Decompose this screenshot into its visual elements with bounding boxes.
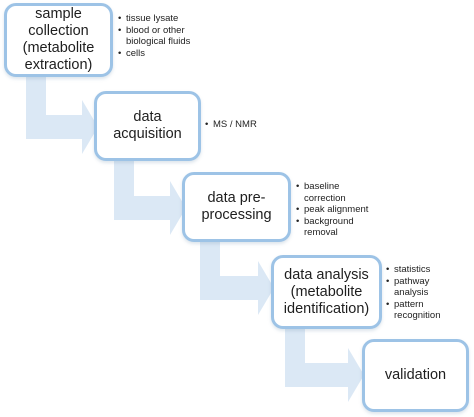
step-1-notes: tissue lysate blood or other biological … [118, 13, 228, 59]
note-item: cells [118, 48, 228, 60]
arrow-3-to-4 [200, 234, 274, 315]
step-data-analysis: data analysis (metabolite identification… [271, 255, 382, 329]
note-item: background removal [296, 216, 386, 239]
step-3-notes: baseline correction peak alignment backg… [296, 181, 386, 239]
step-label: validation [384, 367, 447, 383]
note-item: pathway analysis [386, 276, 471, 299]
note-item: baseline correction [296, 181, 386, 204]
step-label: data pre- processing [201, 190, 272, 223]
step-data-acquisition: data acquisition [94, 91, 201, 161]
step-label: data analysis (metabolite identification… [283, 266, 370, 317]
step-sample-collection: sample collection (metabolite extraction… [4, 3, 113, 77]
step-data-preprocessing: data pre- processing [182, 172, 291, 242]
step-validation: validation [362, 339, 469, 412]
step-label: sample collection (metabolite extraction… [22, 6, 95, 73]
arrow-4-to-5 [285, 324, 364, 402]
note-item: blood or other biological fluids [118, 25, 228, 48]
note-item: tissue lysate [118, 13, 228, 25]
arrow-2-to-3 [114, 155, 186, 235]
note-item: pattern recognition [386, 299, 471, 322]
step-2-notes: MS / NMR [205, 119, 285, 131]
note-item: MS / NMR [205, 119, 285, 131]
arrow-1-to-2 [26, 75, 98, 154]
note-item: statistics [386, 264, 471, 276]
step-label: data acquisition [113, 109, 182, 142]
step-4-notes: statistics pathway analysis pattern reco… [386, 264, 471, 322]
note-item: peak alignment [296, 204, 386, 216]
